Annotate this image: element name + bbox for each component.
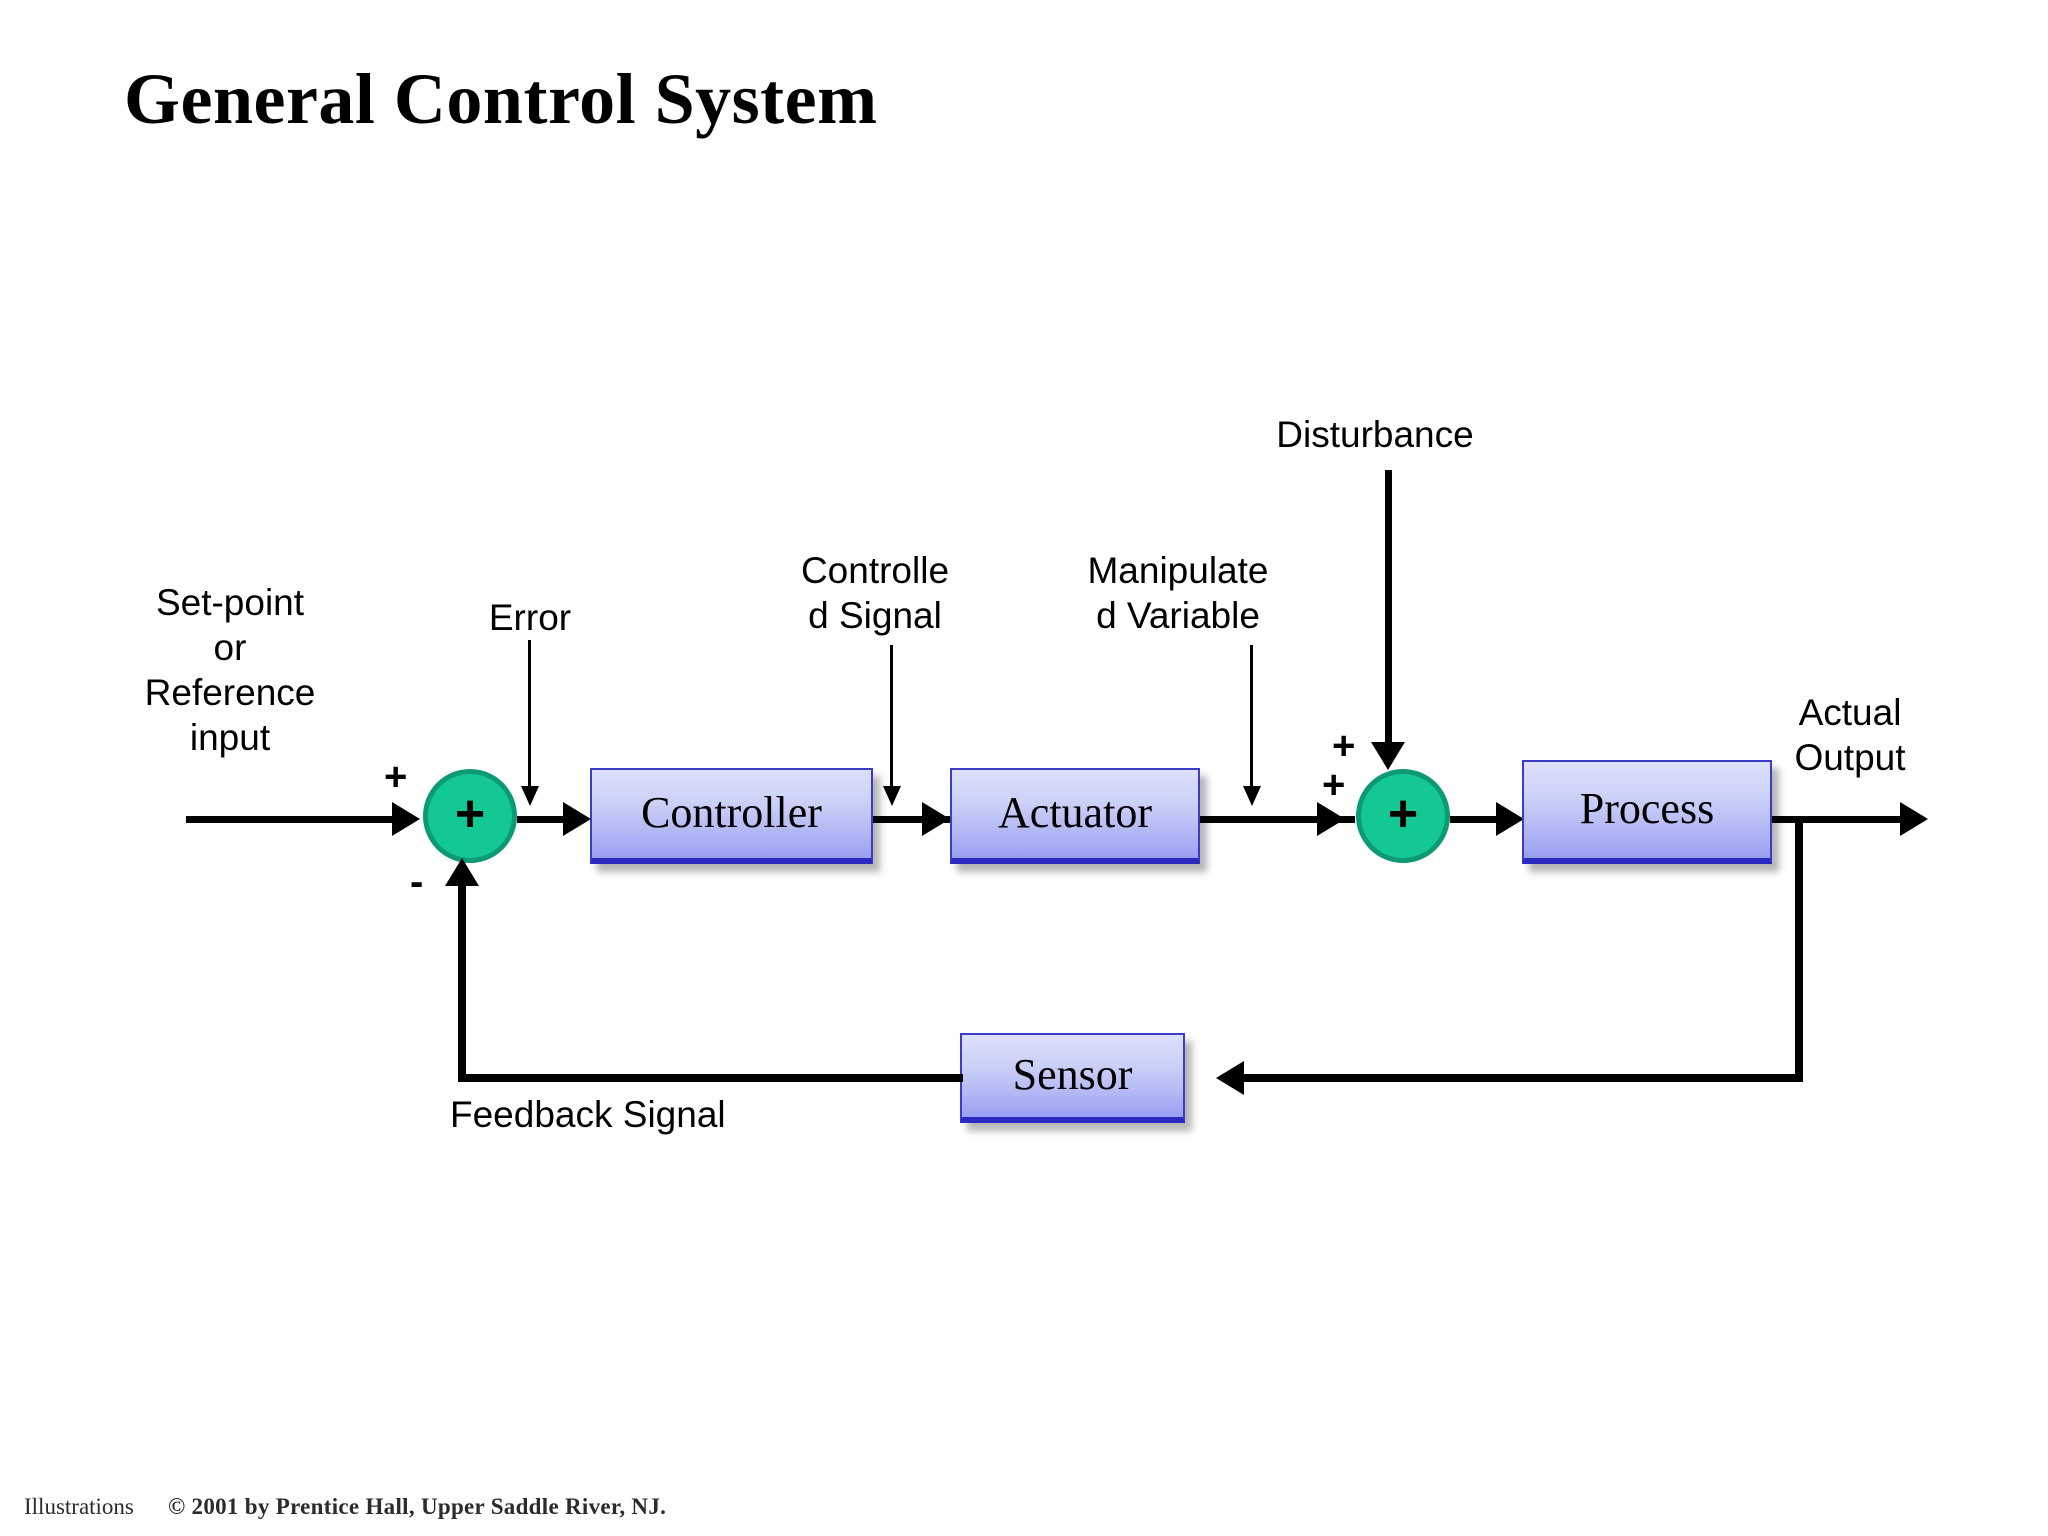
feedback-right-segment xyxy=(1225,1074,1803,1082)
actual-output-arrowhead xyxy=(1900,802,1928,836)
block-sensor-label: Sensor xyxy=(1012,1049,1133,1099)
feedback-down-line xyxy=(1795,816,1803,1081)
sum1-minus-sign: - xyxy=(410,860,424,904)
sum2-plus-top-sign: + xyxy=(1332,724,1356,768)
controlled-signal-line xyxy=(873,816,965,823)
disturbance-arrowhead xyxy=(1371,742,1405,770)
footer-left-text: Illustrations xyxy=(24,1494,134,1519)
pointer-manipulated-variable-arrowhead xyxy=(1243,786,1261,806)
label-feedback-signal: Feedback Signal xyxy=(450,1094,726,1135)
summing-junction-1[interactable]: + xyxy=(423,769,517,863)
setpoint-line xyxy=(186,816,396,823)
summing-junction-2-symbol: + xyxy=(1387,785,1419,843)
page-title: General Control System xyxy=(124,59,878,139)
pointer-manipulated-variable-line xyxy=(1250,645,1253,788)
footer-copyright-text: © 2001 by Prentice Hall, Upper Saddle Ri… xyxy=(168,1494,667,1519)
block-controller[interactable]: Controller xyxy=(590,768,873,864)
sum2-plus-bottom-sign: + xyxy=(1322,763,1346,807)
block-sensor[interactable]: Sensor xyxy=(960,1033,1185,1123)
label-controlled-signal: Controlle d Signal xyxy=(800,550,950,636)
block-actuator[interactable]: Actuator xyxy=(950,768,1200,864)
footer: Illustrations © 2001 by Prentice Hall, U… xyxy=(0,1488,2048,1528)
pointer-error-arrowhead xyxy=(521,786,539,806)
manipulated-variable-line xyxy=(1200,816,1355,823)
manipulated-variable-arrowhead xyxy=(1317,802,1345,836)
sensor-input-arrowhead xyxy=(1216,1061,1244,1095)
process-input-arrowhead xyxy=(1496,802,1524,836)
feedback-arrowhead xyxy=(445,858,479,886)
disturbance-line xyxy=(1385,470,1392,745)
block-process[interactable]: Process xyxy=(1522,760,1772,864)
label-manipulated-variable: Manipulate d Variable xyxy=(1087,550,1269,636)
feedback-up-line xyxy=(458,886,466,1081)
block-controller-label: Controller xyxy=(641,787,822,837)
controlled-signal-arrowhead xyxy=(922,802,950,836)
pointer-controlled-signal-arrowhead xyxy=(883,786,901,806)
feedback-left-segment xyxy=(458,1074,963,1082)
error-line xyxy=(517,816,579,823)
block-process-label: Process xyxy=(1579,783,1715,833)
summing-junction-1-symbol: + xyxy=(454,785,486,843)
error-arrowhead xyxy=(563,802,591,836)
pointer-controlled-signal-line xyxy=(890,645,893,788)
setpoint-arrowhead xyxy=(392,802,420,836)
label-error: Error xyxy=(488,597,572,638)
summing-junction-2[interactable]: + xyxy=(1356,769,1450,863)
process-input-line xyxy=(1450,816,1512,823)
actual-output-line xyxy=(1772,816,1922,823)
pointer-error-line xyxy=(528,640,531,788)
block-actuator-label: Actuator xyxy=(998,787,1152,837)
label-actual-output: Actual Output xyxy=(1794,692,1906,778)
label-setpoint: Set-point or Reference input xyxy=(144,582,316,758)
sum1-plus-sign: + xyxy=(384,755,408,799)
label-disturbance: Disturbance xyxy=(1276,414,1474,455)
